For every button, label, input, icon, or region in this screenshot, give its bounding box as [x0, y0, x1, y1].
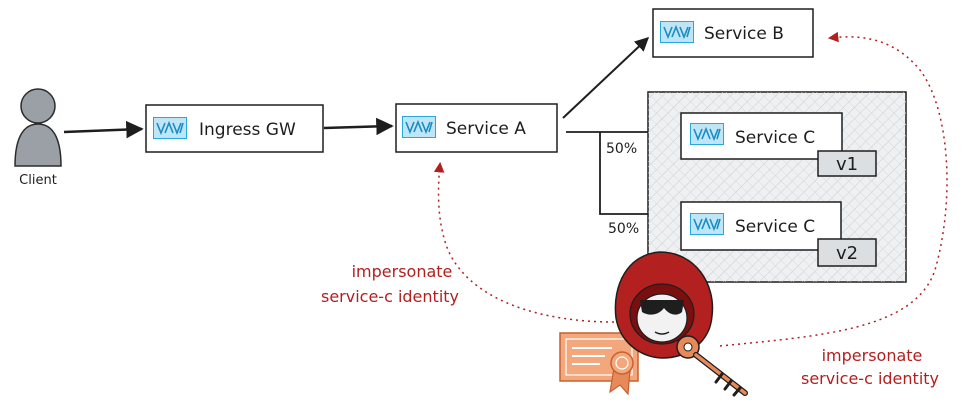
arrow-ingress-to-service-a [323, 117, 394, 136]
version-v2-label: v2 [836, 243, 858, 264]
client-label: Client [19, 173, 57, 188]
arrow-service-a-to-service-b [562, 37, 650, 119]
service-b-node: Service B [652, 8, 814, 58]
key-icon [676, 335, 748, 397]
service-c-v2-node: Service C v2 [680, 201, 877, 267]
envoy-sidecar-icon [402, 116, 436, 138]
service-c-v1-label: Service C [735, 128, 815, 148]
right-annotation-line2: service-c identity [801, 369, 939, 388]
person-icon [14, 88, 62, 167]
version-badge-v1 [817, 150, 877, 177]
left-annotation-line1: impersonate [352, 262, 453, 281]
service-b-label: Service B [704, 24, 784, 44]
hooded-hacker-icon [614, 251, 714, 359]
certificate-icon [559, 332, 639, 396]
service-a-label: Service A [446, 119, 526, 139]
arrow-client-to-ingress [63, 120, 144, 139]
attack-arrow-to-service-a [433, 161, 615, 323]
version-badge-v2 [817, 238, 877, 267]
envoy-sidecar-icon [153, 117, 187, 139]
envoy-sidecar-icon [690, 123, 724, 145]
ingress-gateway-node: Ingress GW [145, 104, 324, 153]
traffic-split-v1-label: 50% [606, 141, 637, 157]
service-c-v1-node: Service C v1 [680, 112, 877, 177]
traffic-split-v2-label: 50% [608, 221, 639, 237]
client: Client [14, 88, 62, 188]
envoy-sidecar-icon [690, 213, 724, 235]
service-a-node: Service A [395, 103, 558, 153]
left-annotation-line2: service-c identity [321, 287, 459, 306]
service-c-v2-label: Service C [735, 217, 815, 237]
envoy-sidecar-icon [660, 21, 694, 43]
version-v1-label: v1 [836, 154, 858, 175]
attack-arrow-to-service-b [719, 31, 948, 347]
right-annotation-line1: impersonate [822, 346, 923, 365]
impersonation-arrows [433, 31, 948, 347]
ingress-gateway-label: Ingress GW [199, 120, 296, 140]
